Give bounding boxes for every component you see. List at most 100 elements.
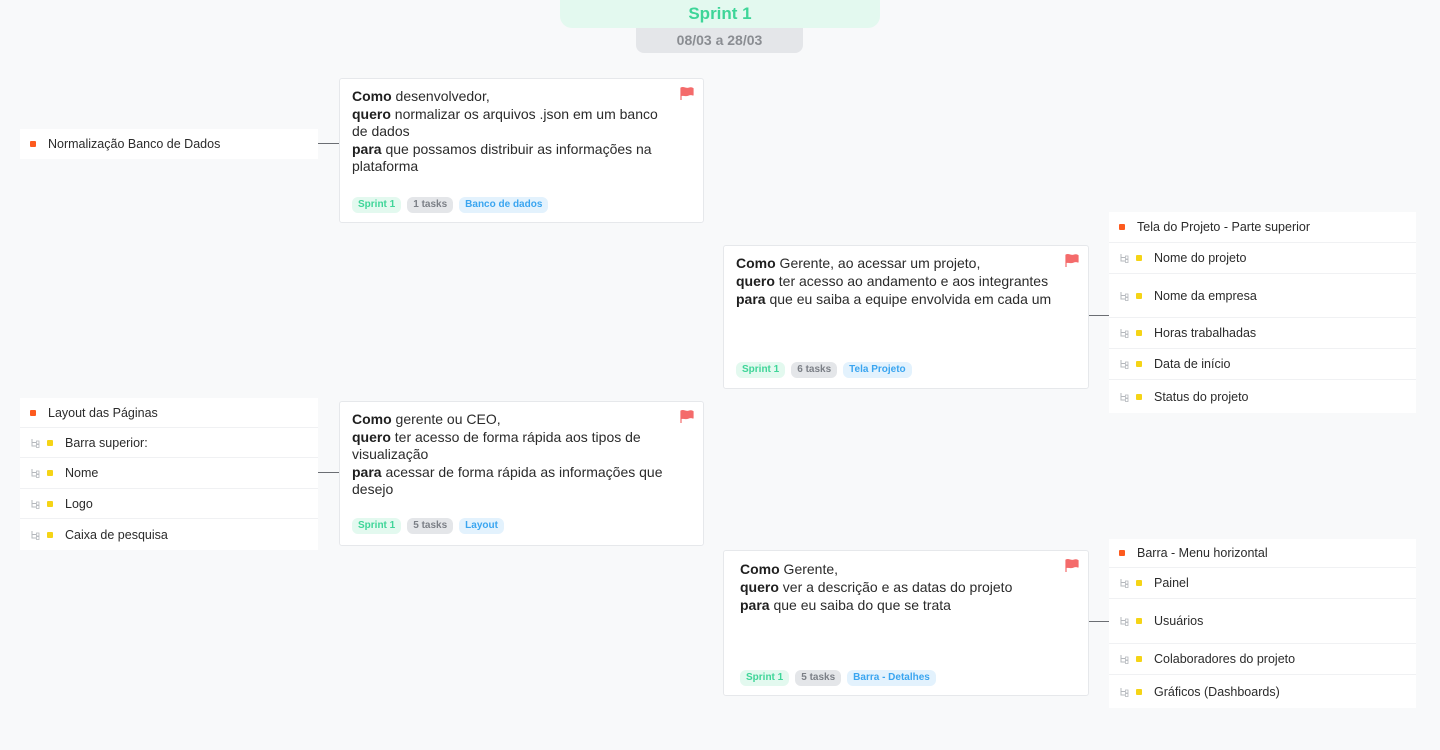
subtask-status-icon — [1136, 393, 1142, 400]
subtask-item[interactable]: Nome do projeto — [1109, 243, 1416, 274]
story-text: Como Gerente, ao acessar um projeto,quer… — [736, 255, 1062, 309]
tasks-count-tag[interactable]: 5 tasks — [407, 518, 454, 534]
subtask-status-icon — [1136, 292, 1142, 299]
story-keyword-quero: quero — [352, 106, 391, 122]
task-parent[interactable]: Normalização Banco de Dados — [20, 129, 318, 159]
story-text-para: que possamos distribuir as informações n… — [352, 141, 652, 174]
subtask-item[interactable]: Logo — [20, 489, 318, 519]
story-text: Como gerente ou CEO,quero ter acesso de … — [352, 411, 677, 499]
category-tag[interactable]: Layout — [459, 518, 504, 534]
parent-status-icon — [30, 409, 36, 416]
subtask-icon — [31, 499, 40, 509]
connector-barra — [1089, 621, 1109, 622]
parent-status-icon — [30, 141, 36, 147]
story-text-quero: ter acesso ao andamento e aos integrante… — [774, 273, 1049, 289]
tasks-count-tag[interactable]: 5 tasks — [795, 670, 842, 686]
category-tag[interactable]: Barra - Detalhes — [847, 670, 936, 686]
story-text: Como desenvolvedor,quero normalizar os a… — [352, 88, 677, 176]
subtask-item[interactable]: Status do projeto — [1109, 380, 1416, 413]
tag-list: Sprint 1 6 tasks Tela Projeto — [736, 362, 912, 378]
subtask-item[interactable]: Usuários — [1109, 599, 1416, 644]
story-card[interactable]: Como desenvolvedor,quero normalizar os a… — [339, 78, 704, 223]
task-parent[interactable]: Tela do Projeto - Parte superior — [1109, 212, 1416, 243]
story-card[interactable]: Como Gerente, ao acessar um projeto,quer… — [723, 245, 1089, 389]
task-parent-label: Tela do Projeto - Parte superior — [1137, 220, 1311, 234]
story-text-como: desenvolvedor, — [391, 88, 490, 104]
subtask-item[interactable]: Data de início — [1109, 349, 1416, 380]
story-text-para: que eu saiba do que se trata — [769, 597, 951, 613]
subtask-status-icon — [1136, 618, 1142, 624]
story-keyword-para: para — [352, 464, 382, 480]
subtask-icon — [1120, 617, 1129, 626]
story-card[interactable]: Como Gerente,quero ver a descrição e as … — [723, 550, 1089, 696]
subtask-label: Caixa de pesquisa — [65, 527, 168, 542]
priority-flag-icon[interactable] — [1065, 559, 1079, 573]
task-parent[interactable]: Layout das Páginas — [20, 398, 318, 428]
story-text-como: Gerente, — [779, 561, 839, 577]
sprint-dates: 08/03 a 28/03 — [636, 28, 803, 53]
story-text: Como Gerente,quero ver a descrição e as … — [740, 561, 1062, 615]
subtask-icon — [1120, 579, 1129, 588]
sprint-tag[interactable]: Sprint 1 — [352, 518, 402, 534]
priority-flag-icon[interactable] — [1065, 254, 1079, 268]
story-text-para: acessar de forma rápida as informações q… — [352, 464, 663, 497]
subtask-icon — [1120, 655, 1129, 664]
tasks-count-tag[interactable]: 1 tasks — [407, 197, 454, 213]
tag-list: Sprint 1 5 tasks Barra - Detalhes — [740, 670, 936, 686]
story-keyword-quero: quero — [736, 273, 775, 289]
subtask-item[interactable]: Horas trabalhadas — [1109, 318, 1416, 349]
subtask-item[interactable]: Barra superior: — [20, 428, 318, 458]
category-tag[interactable]: Banco de dados — [459, 197, 549, 213]
sprint-tag[interactable]: Sprint 1 — [736, 362, 786, 378]
tag-list: Sprint 1 5 tasks Layout — [352, 518, 504, 534]
subtask-label: Logo — [65, 496, 93, 511]
subtask-icon — [1120, 329, 1129, 338]
story-text-para: que eu saiba a equipe envolvida em cada … — [765, 291, 1052, 307]
subtask-label: Gráficos (Dashboards) — [1154, 684, 1280, 699]
subtask-icon — [1120, 291, 1129, 301]
subtask-icon — [1120, 360, 1129, 369]
subtask-item[interactable]: Nome — [20, 458, 318, 489]
task-parent-label: Normalização Banco de Dados — [48, 137, 221, 151]
story-line-para: para que possamos distribuir as informaç… — [352, 141, 677, 175]
story-line-como: Como gerente ou CEO, — [352, 411, 677, 428]
connector-tela — [1089, 315, 1109, 316]
subtask-label: Nome do projeto — [1154, 251, 1247, 265]
priority-flag-icon[interactable] — [680, 87, 694, 101]
story-keyword-como: Como — [352, 88, 392, 104]
subtask-item[interactable]: Painel — [1109, 568, 1416, 599]
story-line-para: para que eu saiba a equipe envolvida em … — [736, 291, 1062, 308]
category-tag[interactable]: Tela Projeto — [843, 362, 912, 378]
subtask-label: Data de início — [1154, 357, 1231, 371]
task-parent[interactable]: Barra - Menu horizontal — [1109, 539, 1416, 568]
subtask-icon — [31, 530, 40, 540]
story-keyword-para: para — [352, 141, 382, 157]
story-line-quero: quero ter acesso ao andamento e aos inte… — [736, 273, 1062, 290]
subtask-item[interactable]: Nome da empresa — [1109, 274, 1416, 318]
subtask-icon — [31, 469, 40, 478]
subtask-icon — [31, 438, 40, 448]
story-line-quero: quero ter acesso de forma rápida aos tip… — [352, 429, 677, 463]
subtask-label: Horas trabalhadas — [1154, 326, 1257, 340]
story-card[interactable]: Como gerente ou CEO,quero ter acesso de … — [339, 401, 704, 546]
subtask-item[interactable]: Caixa de pesquisa — [20, 519, 318, 550]
sprint-tag[interactable]: Sprint 1 — [352, 197, 402, 213]
tasks-count-tag[interactable]: 6 tasks — [791, 362, 838, 378]
subtask-status-icon — [1136, 580, 1142, 586]
subtask-item[interactable]: Colaboradores do projeto — [1109, 644, 1416, 675]
sprint-tag[interactable]: Sprint 1 — [740, 670, 790, 686]
sprint-title[interactable]: Sprint 1 — [560, 0, 880, 28]
story-line-quero: quero ver a descrição e as datas do proj… — [740, 579, 1062, 596]
subtask-label: Nome — [65, 466, 99, 480]
subtask-item[interactable]: Gráficos (Dashboards) — [1109, 675, 1416, 708]
story-keyword-como: Como — [736, 255, 776, 271]
subtask-icon — [1120, 254, 1129, 263]
priority-flag-icon[interactable] — [680, 410, 694, 424]
story-line-como: Como Gerente, ao acessar um projeto, — [736, 255, 1062, 272]
connector-banco — [318, 143, 339, 144]
task-panel-banco: Normalização Banco de Dados — [20, 129, 318, 159]
subtask-status-icon — [1136, 656, 1142, 662]
subtask-status-icon — [1136, 255, 1142, 261]
